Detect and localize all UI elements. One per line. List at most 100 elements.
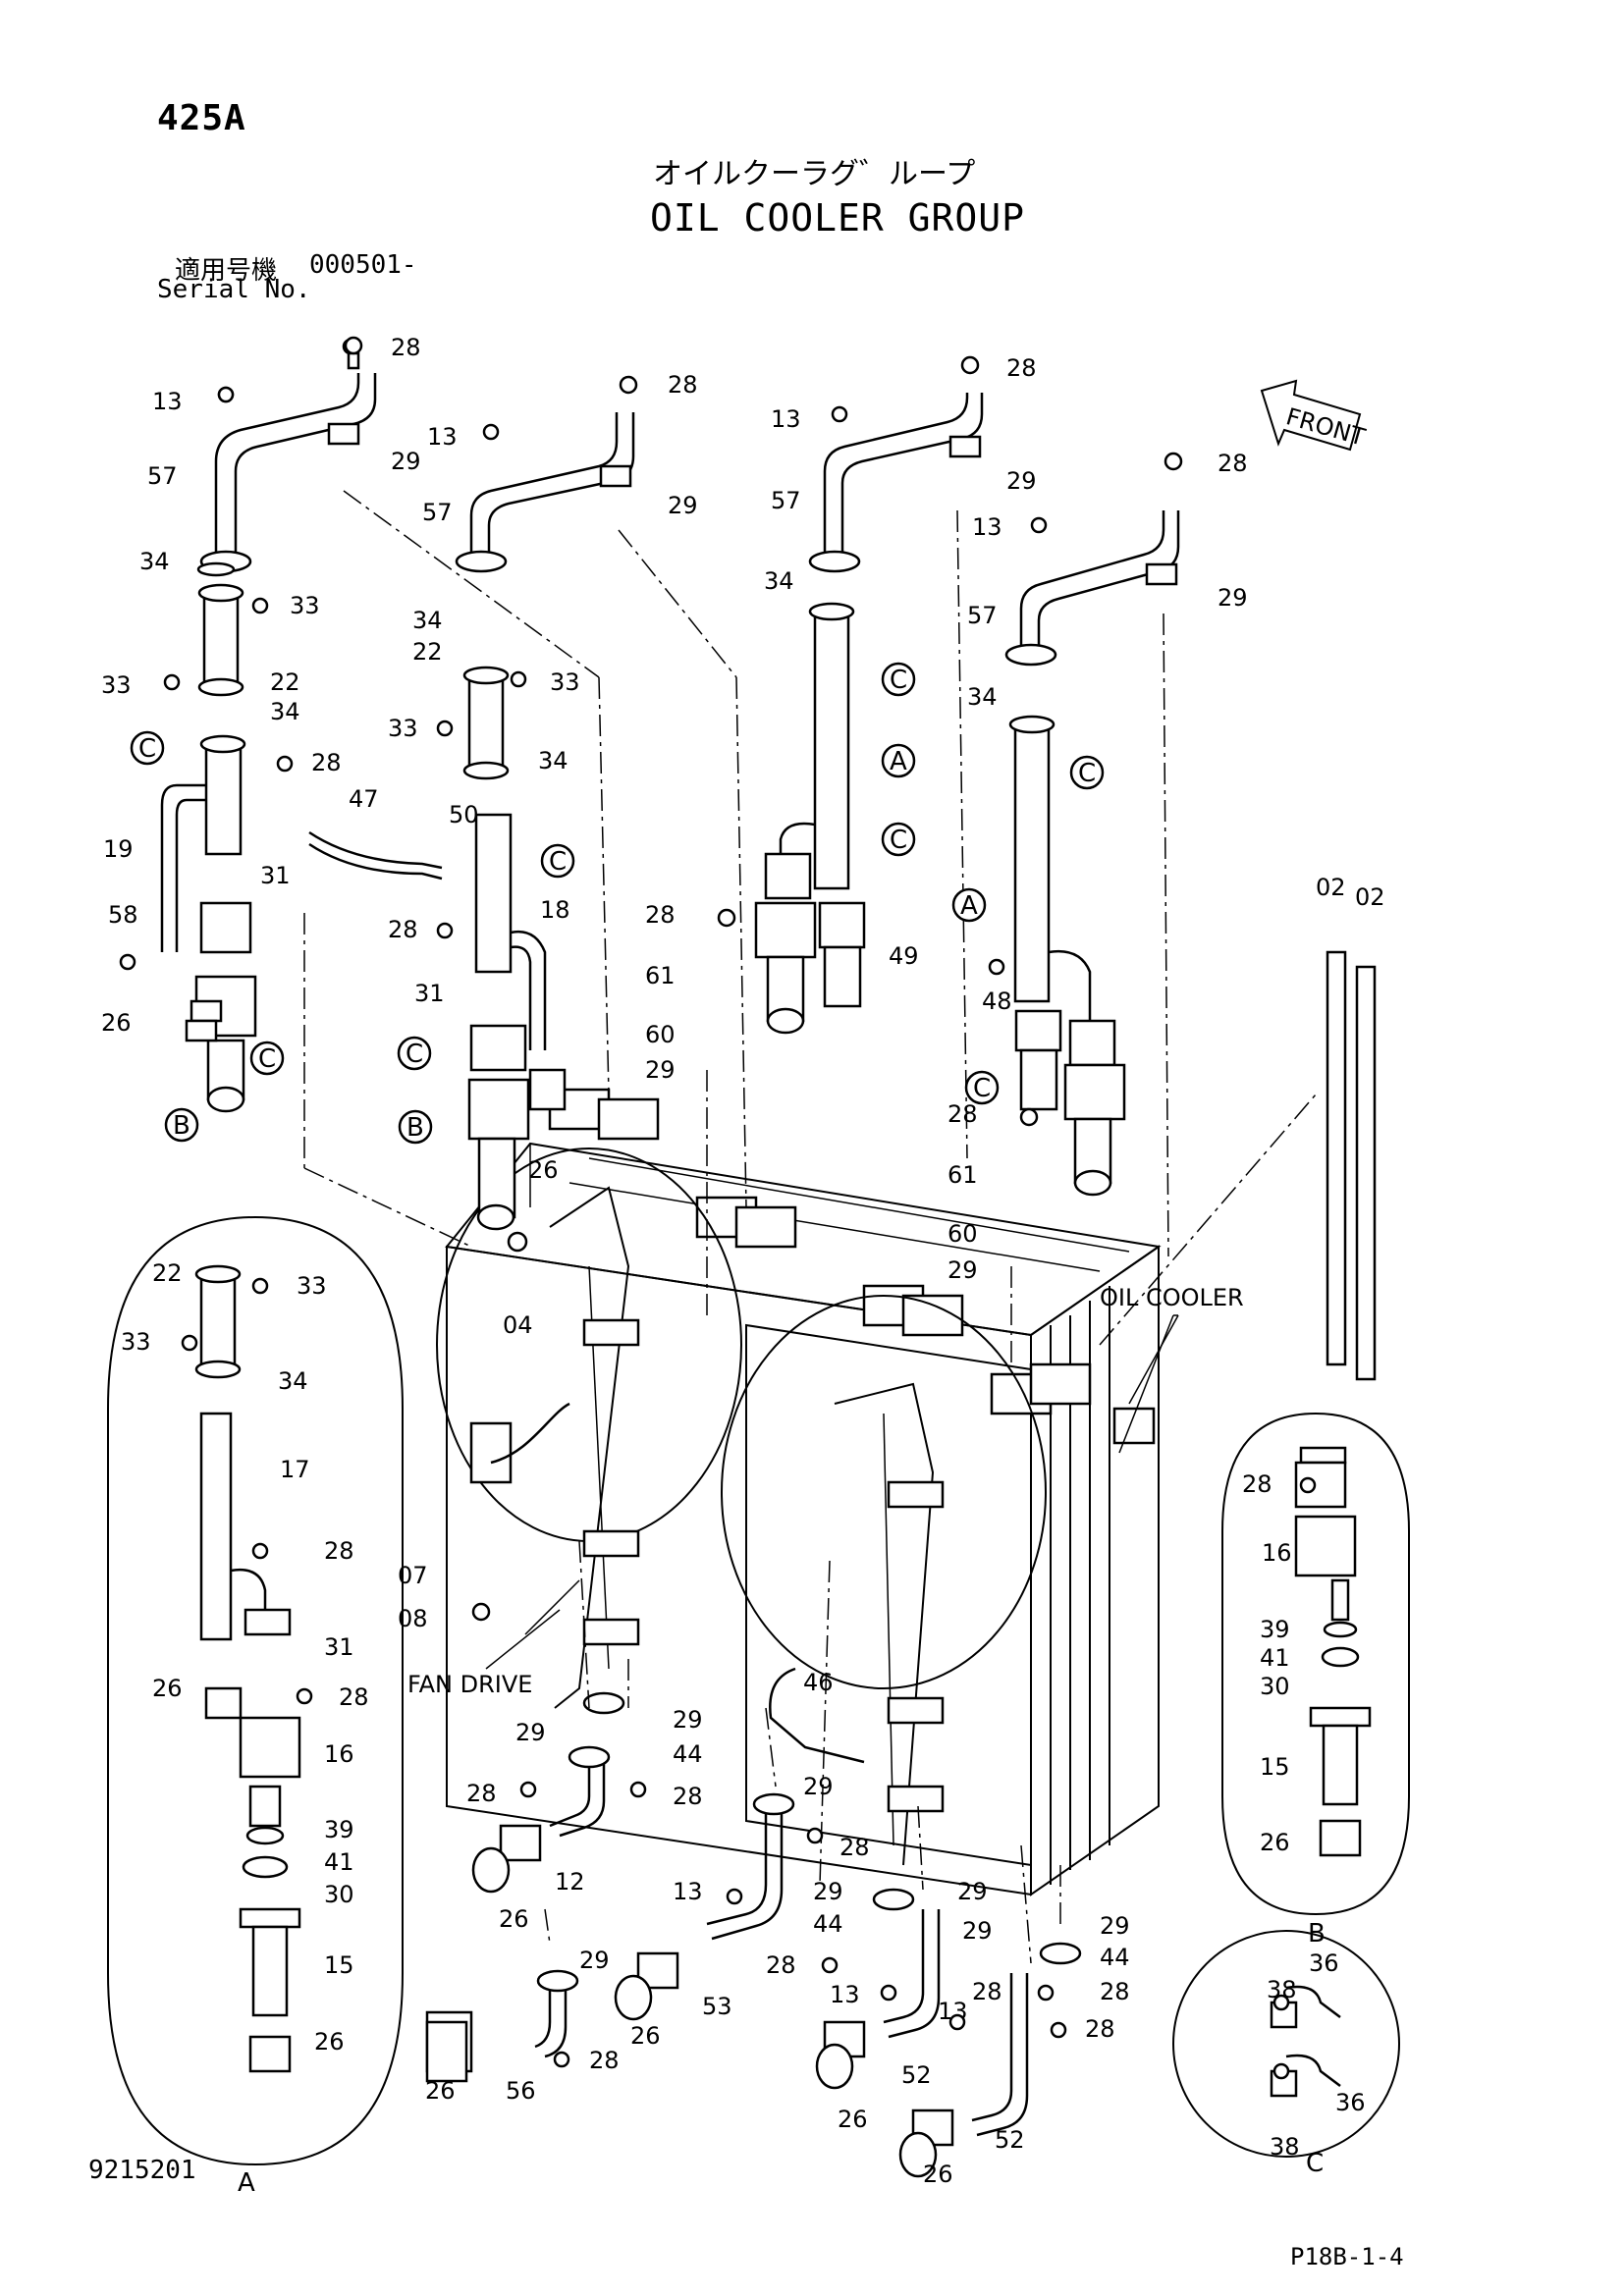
callout-28: 28 [339,1683,369,1711]
callout-56: 56 [506,2077,536,2105]
callout-12: 12 [555,1868,585,1896]
callout-39: 39 [324,1816,354,1843]
oil-cooler-label: OIL COOLER [1100,1284,1244,1311]
marker-c: C [549,847,567,877]
marker-a: A [890,747,907,776]
callout-34: 34 [764,567,794,595]
callout-29: 29 [391,448,421,475]
callout-17: 17 [280,1456,310,1483]
detail-c-panel [1172,1930,1400,2158]
callout-34: 34 [270,698,300,725]
callout-33: 33 [121,1328,151,1356]
callout-52: 52 [995,2126,1025,2154]
callout-44: 44 [813,1910,843,1938]
callout-28: 28 [673,1783,703,1810]
callout-41: 41 [324,1848,354,1876]
marker-c: C [973,1074,991,1103]
callout-28: 28 [324,1537,354,1565]
serial-value: 000501- [309,250,417,280]
marker-c: C [890,826,907,855]
callout-48: 48 [982,988,1012,1015]
callout-57: 57 [967,602,998,629]
callout-29: 29 [1218,584,1248,612]
callout-61: 61 [947,1161,978,1189]
callout-02: 02 [1316,874,1346,901]
fan-drive-label: FAN DRIVE [407,1671,532,1698]
callout-22: 22 [152,1259,183,1287]
callout-33: 33 [550,668,580,696]
callout-60: 60 [947,1220,978,1248]
pipe-group-left [160,338,377,1113]
page-reference: P18B-1-4 [1290,2243,1404,2270]
callout-29: 29 [1006,467,1037,495]
callout-26: 26 [425,2077,456,2105]
callout-57: 57 [147,462,178,490]
pipe-group-third [754,393,984,1035]
callout-53: 53 [702,1993,732,2020]
callout-31: 31 [414,980,445,1007]
callout-57: 57 [771,487,801,514]
callout-29: 29 [668,492,698,519]
leader-lines [303,490,1317,1964]
callout-29: 29 [803,1773,834,1800]
fan-drive-leader [485,1609,561,1670]
callout-36: 36 [1335,2089,1366,2116]
seal-strips [1326,950,1377,1381]
part-callouts: 28 13 29 57 34 33 33 22 34 28 19 31 58 2… [101,334,1385,2188]
callout-33: 33 [290,592,320,619]
callout-26: 26 [101,1009,132,1037]
detail-a-panel [107,1215,404,2166]
callout-29: 29 [579,1947,610,1974]
callout-28: 28 [388,916,418,943]
callout-33: 33 [101,671,132,699]
callout-39: 39 [1260,1616,1290,1643]
callout-22: 22 [270,668,300,696]
callout-29: 29 [1100,1912,1130,1940]
callout-34: 34 [278,1367,308,1395]
callout-29: 29 [813,1878,843,1905]
callout-26: 26 [499,1905,529,1933]
callout-13: 13 [152,388,183,415]
lower-hoses [425,1667,1082,2178]
marker-c: C [258,1044,276,1074]
callout-22: 22 [412,638,443,666]
callout-04: 04 [503,1311,533,1339]
callout-13: 13 [673,1878,703,1905]
callout-15: 15 [324,1951,354,1979]
marker-c: C [406,1040,423,1069]
section-markers: C C B C C B C A C C A C [130,662,1105,1145]
callout-15: 15 [1260,1753,1290,1781]
callout-07: 07 [398,1562,428,1589]
callout-26: 26 [923,2161,953,2188]
callout-29: 29 [645,1056,676,1084]
document-number: 9215201 [88,2156,196,2185]
callout-30: 30 [324,1881,354,1908]
callout-16: 16 [1262,1539,1292,1567]
callout-44: 44 [1100,1944,1130,1971]
callout-58: 58 [108,901,138,929]
callout-28: 28 [839,1834,870,1861]
callout-61: 61 [645,962,676,989]
fasteners [119,336,1317,2080]
detail-b-panel [1221,1412,1410,1916]
marker-b: B [173,1111,190,1141]
callout-49: 49 [889,942,919,970]
marker-b: B [406,1113,424,1143]
callout-31: 31 [260,862,291,889]
marker-c: C [890,666,907,695]
title-english: OIL COOLER GROUP [650,196,1026,240]
marker-c: C [138,734,156,764]
callout-28: 28 [645,901,676,929]
callout-19: 19 [103,835,134,863]
callout-29: 29 [515,1719,546,1746]
callout-26: 26 [314,2028,345,2056]
callout-28: 28 [391,334,421,361]
callout-30: 30 [1260,1673,1290,1700]
callout-26: 26 [630,2022,661,2050]
callout-28: 28 [311,749,342,776]
callout-33: 33 [297,1272,327,1300]
callout-44: 44 [673,1740,703,1768]
detail-b-caption: B [1308,1919,1326,1949]
callout-28: 28 [766,1951,796,1979]
